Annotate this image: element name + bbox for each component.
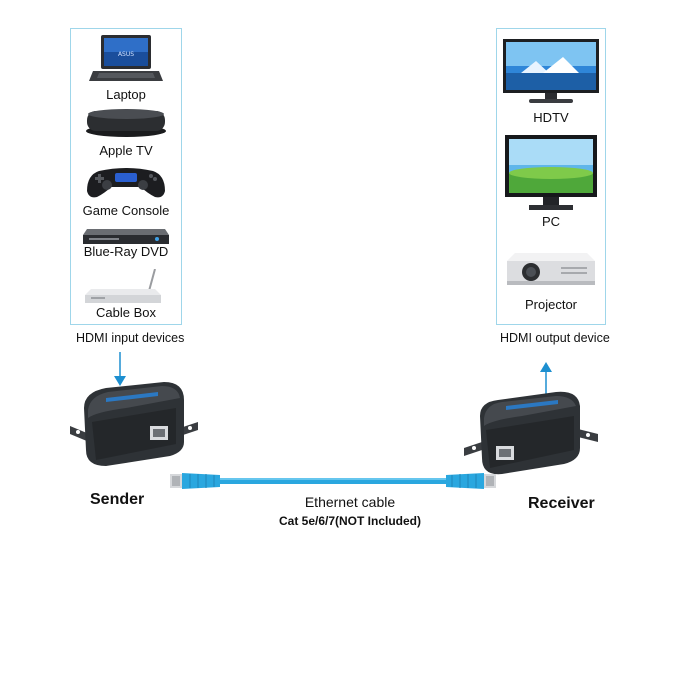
input-devices-caption: HDMI input devices <box>76 331 185 345</box>
cable-subtitle: Cat 5e/6/7(NOT Included) <box>278 514 422 528</box>
svg-text:ASUS: ASUS <box>118 51 134 58</box>
pc-device: PC <box>497 133 605 233</box>
input-arrow-icon <box>114 352 126 386</box>
dvd-label: Blue-Ray DVD <box>83 244 169 259</box>
output-arrow-icon <box>540 362 552 396</box>
cable-title: Ethernet cable <box>304 494 396 510</box>
receiver-label: Receiver <box>528 495 595 512</box>
laptop-icon: ASUS <box>89 35 163 81</box>
projector-label: Projector <box>524 297 578 312</box>
ethernet-cable-icon <box>170 473 496 489</box>
input-devices-panel: ASUS Laptop Apple TV Game Console <box>70 28 182 325</box>
apple-tv-icon <box>86 109 166 137</box>
hdtv-label: HDTV <box>533 110 569 125</box>
projector-device: Projector <box>497 241 605 321</box>
laptop-label: Laptop <box>106 87 146 102</box>
hdtv-icon <box>503 39 599 103</box>
game-console-device: Game Console <box>71 165 181 221</box>
hdtv-device: HDTV <box>497 37 605 127</box>
cable-box-device: Cable Box <box>71 269 181 323</box>
pc-monitor-icon <box>505 135 597 210</box>
cable-box-label: Cable Box <box>96 305 156 320</box>
cable-box-icon <box>85 269 161 303</box>
pc-label: PC <box>541 214 561 229</box>
gamepad-icon <box>87 168 165 198</box>
dvd-player-icon <box>83 229 169 244</box>
apple-tv-label: Apple TV <box>99 143 153 158</box>
output-devices-caption: HDMI output device <box>500 331 610 345</box>
projector-icon <box>507 253 595 285</box>
game-console-label: Game Console <box>82 203 170 218</box>
sender-label: Sender <box>90 491 145 508</box>
dvd-device: Blue-Ray DVD <box>71 225 181 269</box>
output-devices-panel: HDTV PC Projector <box>496 28 606 325</box>
laptop-device: ASUS Laptop <box>71 33 181 103</box>
sender-unit-icon <box>70 382 198 466</box>
apple-tv-device: Apple TV <box>71 105 181 161</box>
receiver-unit-icon <box>464 391 598 475</box>
